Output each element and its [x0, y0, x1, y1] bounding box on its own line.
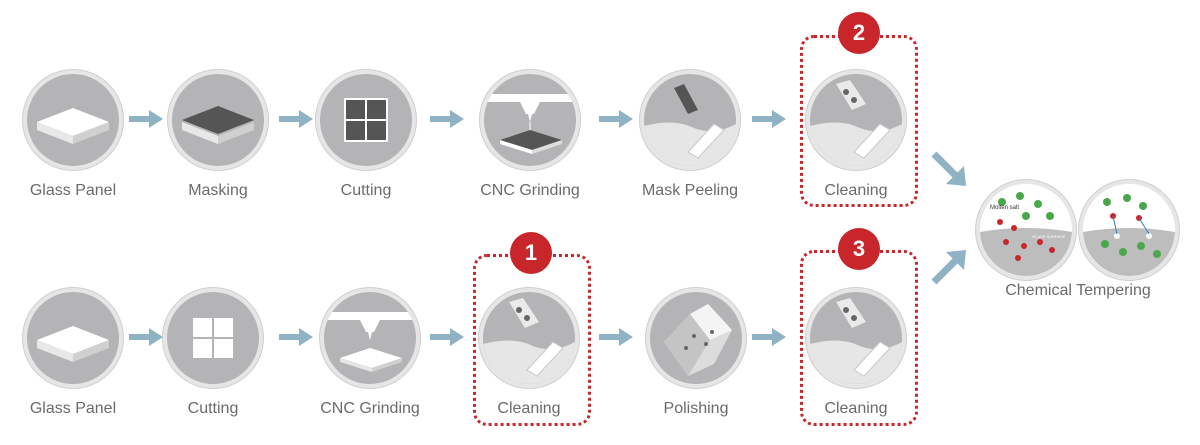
cutting-grid-icon [163, 288, 263, 388]
step-label: CNC Grinding [480, 182, 580, 199]
step-label: Cutting [340, 182, 392, 199]
badge-3: 3 [838, 228, 880, 270]
cnc-grinding-icon [320, 288, 420, 388]
arrow-right-icon [752, 110, 786, 128]
step-masking: Masking [148, 70, 288, 200]
arrow-right-icon [430, 110, 464, 128]
step-label: Masking [188, 182, 248, 199]
cleaning-icon [479, 288, 579, 388]
step-cleaning-3: Cleaning [786, 288, 926, 418]
cnc-grinding-icon [480, 70, 580, 170]
step-label: Cleaning [497, 400, 561, 417]
arrow-right-icon [279, 328, 313, 346]
glass-panel-icon [23, 288, 123, 388]
arrow-diagonal-down-icon [931, 151, 966, 186]
arrow-right-icon [279, 110, 313, 128]
step-label: Polishing [663, 400, 729, 417]
arrow-right-icon [599, 328, 633, 346]
step-cnc-grinding-2: CNC Grinding [300, 288, 440, 418]
step-cutting: Cutting [296, 70, 436, 200]
step-label: Cutting [187, 400, 239, 417]
chemical-tempering-after-icon [1079, 180, 1179, 280]
masking-icon [168, 70, 268, 170]
molten-salt-text: Molten salt [990, 205, 1020, 211]
step-polishing: Polishing [626, 288, 766, 418]
step-glass-panel: Glass Panel [3, 70, 143, 200]
step-label: CNC Grinding [320, 400, 420, 417]
chemical-tempering-label: Chemical Tempering [1005, 282, 1151, 299]
step-cutting-2: Cutting [143, 288, 283, 418]
step-glass-panel-2: Glass Panel [3, 288, 143, 418]
step-label: Mask Peeling [641, 182, 739, 199]
step-cleaning-1: Cleaning [459, 288, 599, 418]
step-cleaning-2: Cleaning [786, 70, 926, 200]
mask-peeling-icon [640, 70, 740, 170]
chemical-tempering-before-icon: Molten salt GLASS SURFACE [976, 180, 1076, 280]
cutting-grid-icon [316, 70, 416, 170]
cleaning-icon [806, 70, 906, 170]
arrow-right-icon [129, 328, 163, 346]
step-label: Glass Panel [29, 182, 117, 199]
step-mask-peeling: Mask Peeling [620, 70, 760, 200]
cleaning-icon [806, 288, 906, 388]
glass-surface-text: GLASS SURFACE [1032, 234, 1066, 239]
polishing-icon [646, 288, 746, 388]
step-cnc-grinding: CNC Grinding [460, 70, 600, 200]
step-label: Glass Panel [29, 400, 117, 417]
badge-1: 1 [510, 232, 552, 274]
arrow-right-icon [599, 110, 633, 128]
arrow-right-icon [430, 328, 464, 346]
arrow-right-icon [752, 328, 786, 346]
step-label: Cleaning [824, 400, 888, 417]
glass-panel-icon [23, 70, 123, 170]
badge-2: 2 [838, 12, 880, 54]
step-label: Cleaning [824, 182, 888, 199]
arrow-right-icon [129, 110, 163, 128]
arrow-diagonal-up-icon [931, 250, 966, 285]
